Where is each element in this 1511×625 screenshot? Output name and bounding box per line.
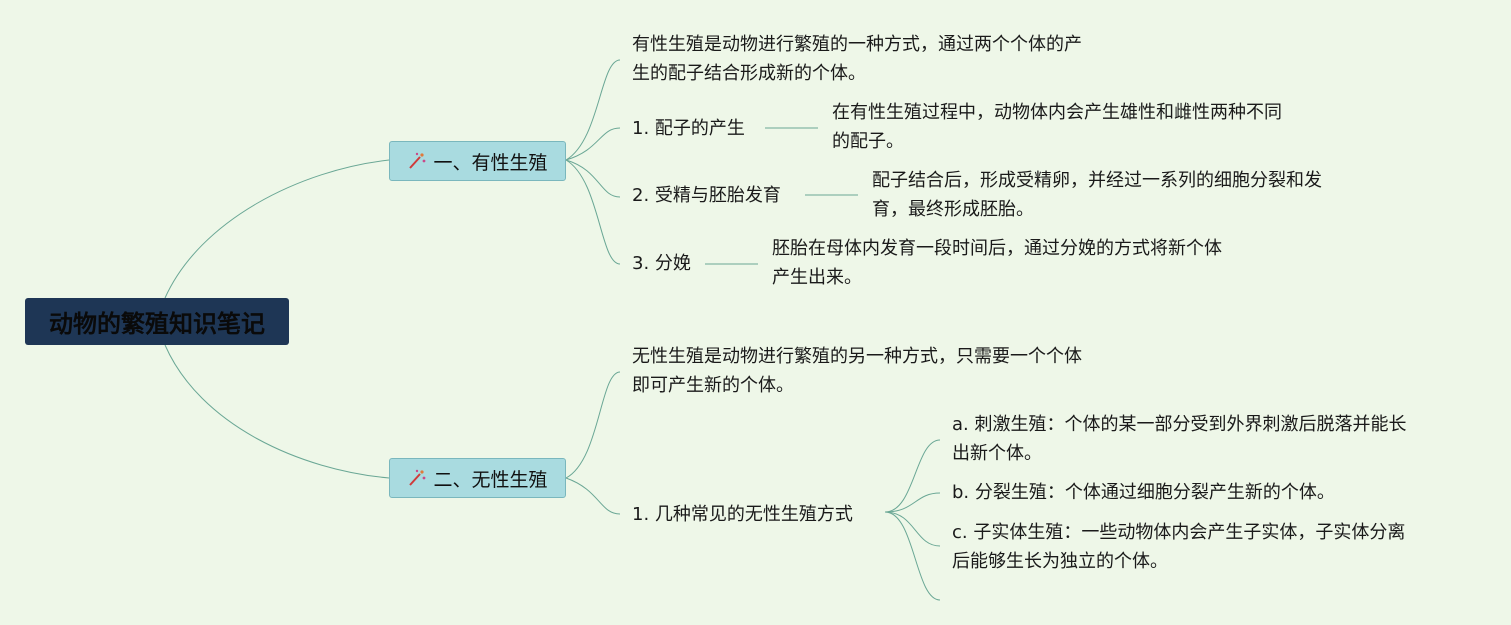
branch1-item2-label[interactable]: 2. 受精与胚胎发育 — [632, 185, 781, 206]
text-line: 生的配子结合形成新的个体。 — [632, 63, 866, 84]
branch-asexual-reproduction[interactable]: 二、无性生殖 — [389, 458, 566, 498]
link-sub-a — [884, 439, 941, 513]
text-line: 育，最终形成胚胎。 — [872, 199, 1034, 220]
link-branch2-intro — [565, 371, 621, 479]
text-line: 配子结合后，形成受精卵，并经过一系列的细胞分裂和发 — [872, 170, 1322, 191]
branch1-item1-desc[interactable]: 在有性生殖过程中，动物体内会产生雄性和雌性两种不同 的配子。 — [832, 98, 1282, 156]
link-sub-end — [884, 511, 941, 601]
text-line: 后能够生长为独立的个体。 — [952, 551, 1168, 572]
text-line: 胚胎在母体内发育一段时间后，通过分娩的方式将新个体 — [772, 238, 1222, 259]
branch1-intro[interactable]: 有性生殖是动物进行繁殖的一种方式，通过两个个体的产 生的配子结合形成新的个体。 — [632, 30, 1082, 88]
text-line: 出新个体。 — [952, 443, 1042, 464]
branch1-item3-label[interactable]: 3. 分娩 — [632, 253, 691, 274]
sub-item-b[interactable]: b. 分裂生殖：个体通过细胞分裂产生新的个体。 — [952, 478, 1335, 507]
link-root-branch1 — [164, 159, 390, 299]
sub-item-c[interactable]: c. 子实体生殖：一些动物体内会产生子实体，子实体分离 后能够生长为独立的个体。 — [952, 518, 1405, 576]
text-line: 在有性生殖过程中，动物体内会产生雄性和雌性两种不同 — [832, 102, 1282, 123]
text-line: b. 分裂生殖：个体通过细胞分裂产生新的个体。 — [952, 482, 1335, 503]
branch-sexual-reproduction[interactable]: 一、有性生殖 — [389, 141, 566, 181]
sub-item-a[interactable]: a. 刺激生殖：个体的某一部分受到外界刺激后脱落并能长 出新个体。 — [952, 410, 1406, 468]
branch-label: 二、无性生殖 — [433, 468, 548, 491]
root-title: 动物的繁殖知识笔记 — [49, 310, 265, 338]
text-line: 产生出来。 — [772, 267, 862, 288]
branch2-intro[interactable]: 无性生殖是动物进行繁殖的另一种方式，只需要一个个体 即可产生新的个体。 — [632, 342, 1082, 400]
link-branch1-intro — [565, 59, 621, 161]
branch1-item2-desc[interactable]: 配子结合后，形成受精卵，并经过一系列的细胞分裂和发 育，最终形成胚胎。 — [872, 166, 1322, 224]
link-root-branch2 — [164, 344, 390, 479]
wand-icon — [409, 469, 426, 486]
text-line: a. 刺激生殖：个体的某一部分受到外界刺激后脱落并能长 — [952, 414, 1407, 435]
root-node[interactable]: 动物的繁殖知识笔记 — [25, 298, 289, 345]
text-line: 的配子。 — [832, 131, 904, 152]
link-branch1-item1 — [565, 127, 621, 161]
branch1-item3-desc[interactable]: 胚胎在母体内发育一段时间后，通过分娩的方式将新个体 产生出来。 — [772, 234, 1222, 292]
link-branch1-item2 — [565, 159, 621, 198]
text-line: c. 子实体生殖：一些动物体内会产生子实体，子实体分离 — [952, 522, 1406, 543]
link-sub-b — [884, 492, 941, 513]
text-line: 有性生殖是动物进行繁殖的一种方式，通过两个个体的产 — [632, 34, 1082, 55]
link-branch2-item1 — [565, 477, 621, 515]
text-line: 无性生殖是动物进行繁殖的另一种方式，只需要一个个体 — [632, 346, 1082, 367]
link-sub-c — [884, 511, 941, 547]
text-line: 即可产生新的个体。 — [632, 375, 794, 396]
branch-label: 一、有性生殖 — [433, 151, 548, 174]
link-branch1-item3 — [565, 159, 621, 265]
wand-icon — [409, 152, 426, 169]
branch2-item1-label[interactable]: 1. 几种常见的无性生殖方式 — [632, 504, 853, 525]
branch1-item1-label[interactable]: 1. 配子的产生 — [632, 118, 745, 139]
